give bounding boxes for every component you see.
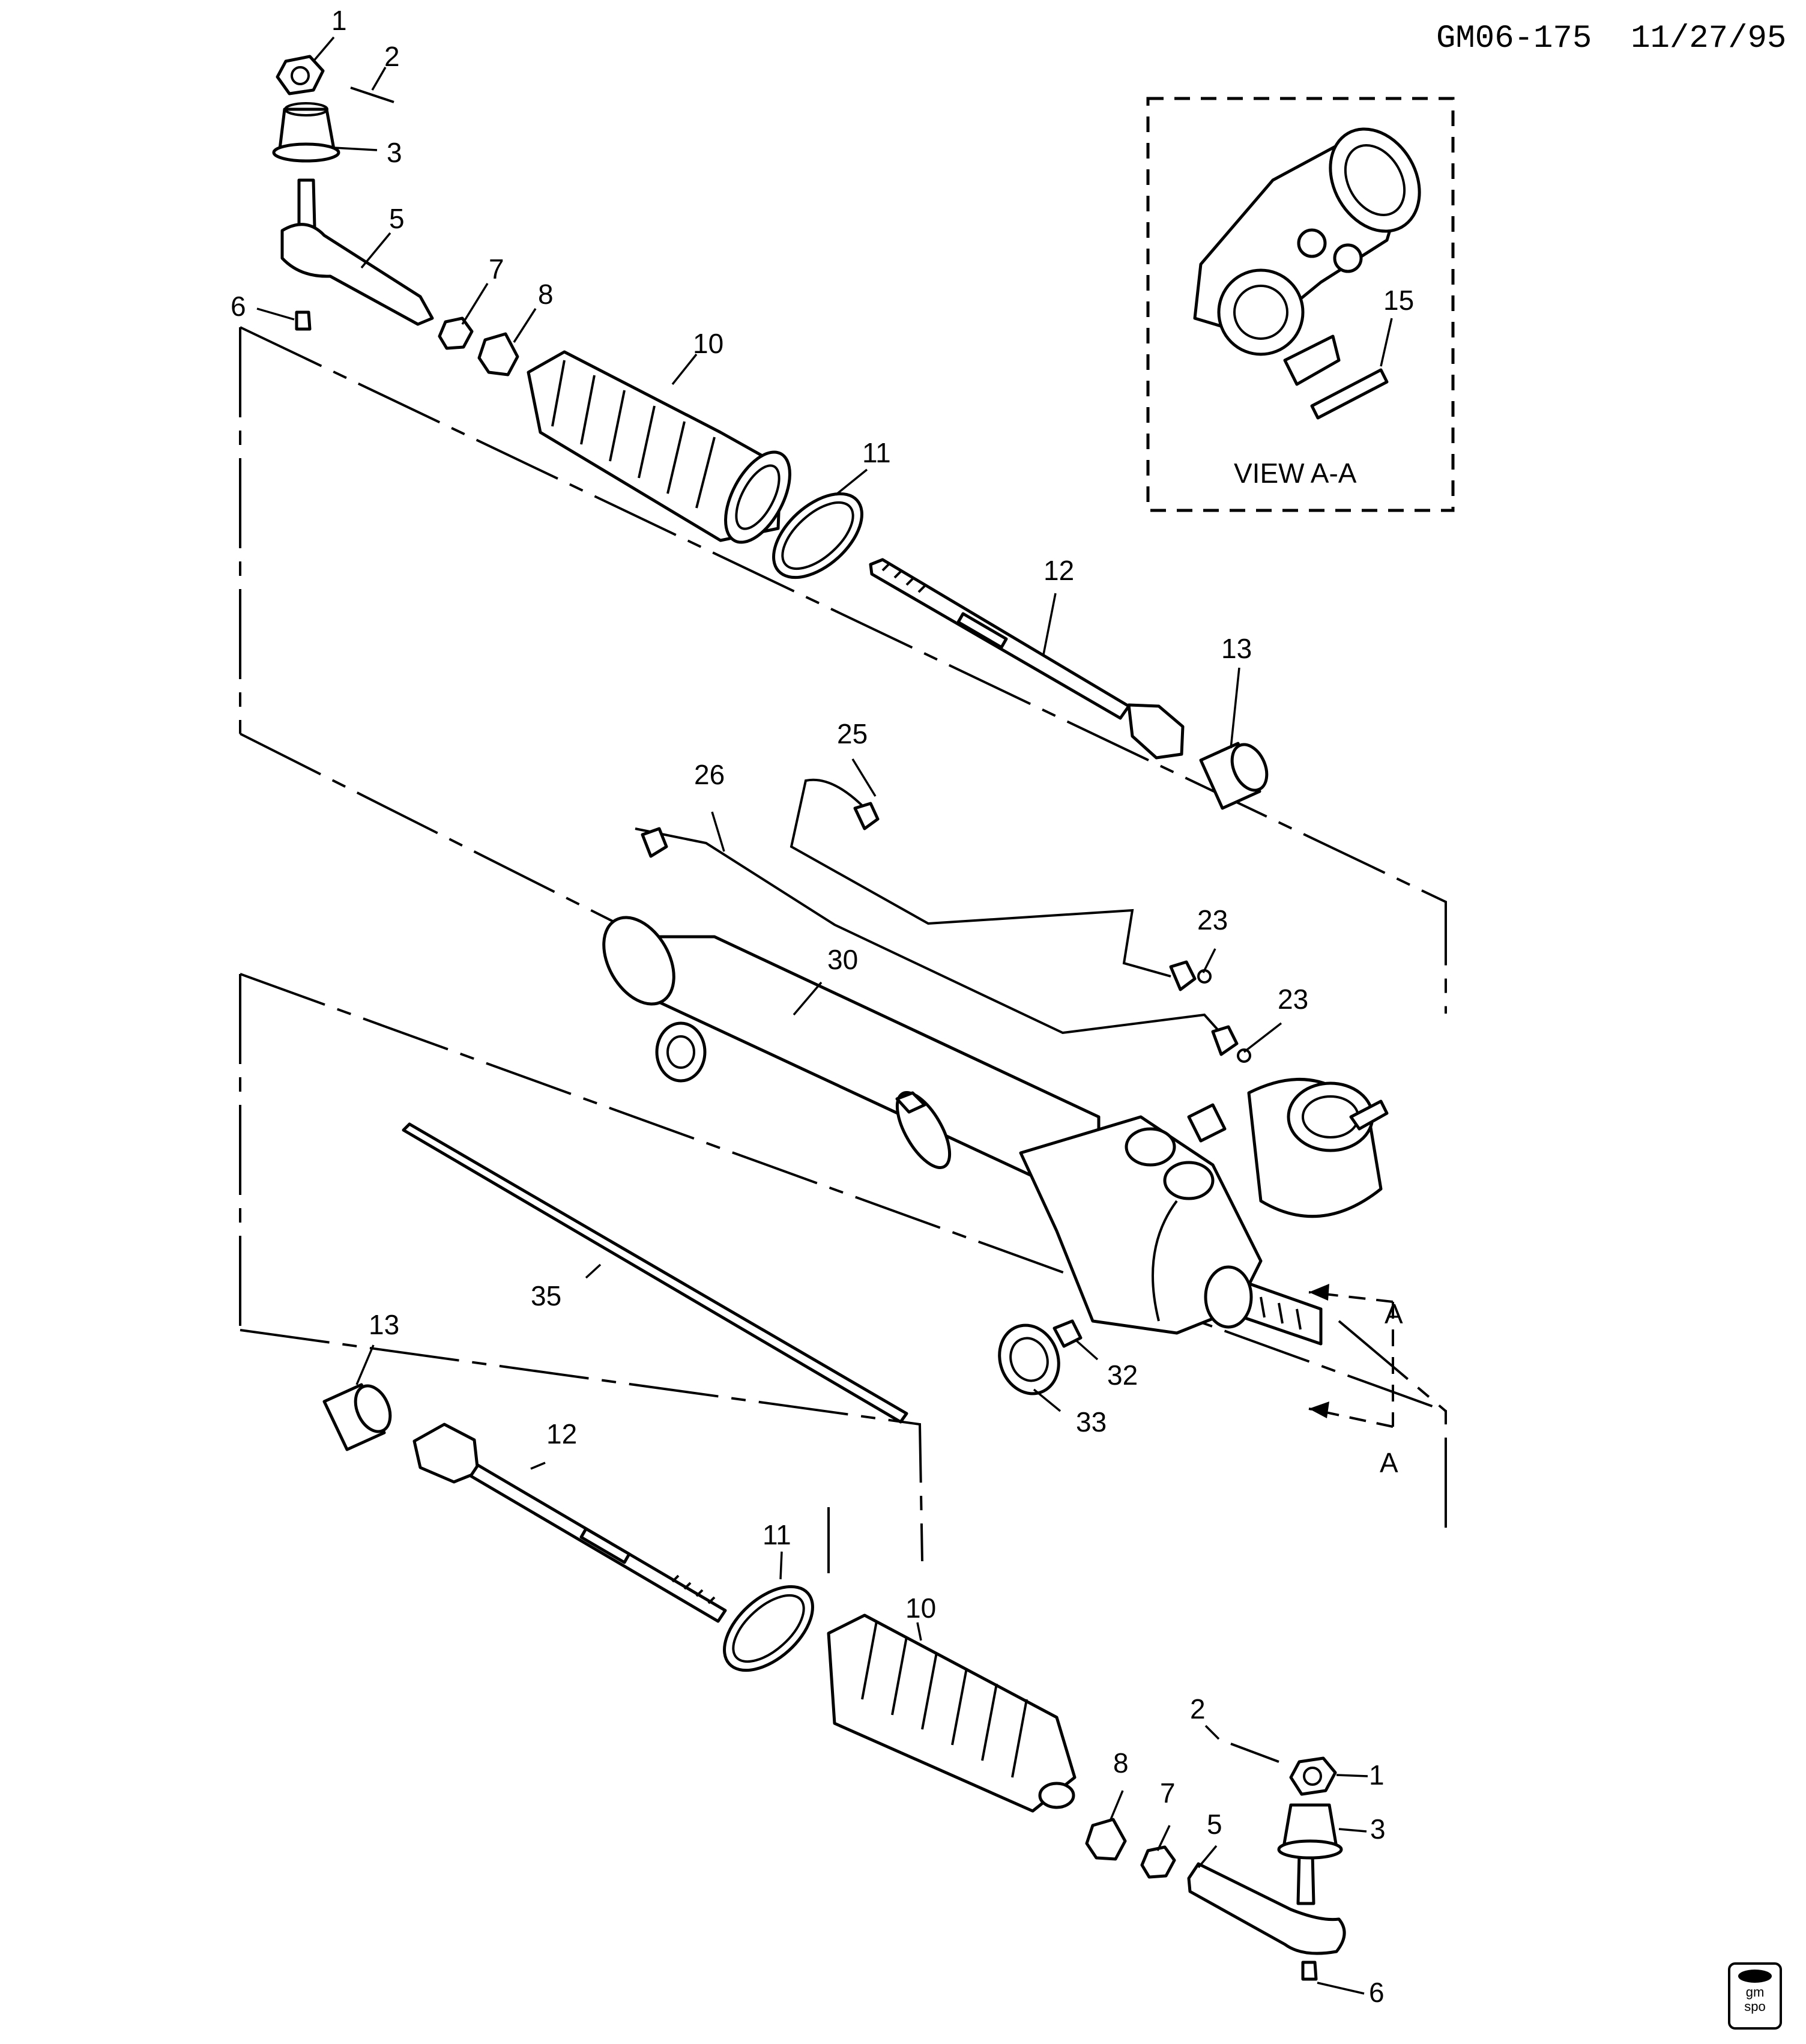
callout-13-bottom: 13 [369,1309,399,1340]
callout-30: 30 [827,944,858,975]
drawing-id: GM06-175 11/27/95 [1436,20,1786,57]
view-a-a-inset: 15 VIEW A-A [1146,97,1455,512]
part-7-jam-nut-bottom [1140,1845,1176,1879]
part-13-bushing-bottom [322,1383,392,1451]
part-13-bushing-top [1199,742,1269,810]
callout-5-bottom: 5 [1207,1809,1222,1840]
part-3-seal-bottom [1277,1803,1343,1860]
callout-7-bottom: 7 [1160,1777,1176,1809]
callout-23-b: 23 [1278,984,1308,1015]
part-15-clip [1310,368,1389,420]
part-6-fitting-top [295,310,312,331]
drawing-date: 11/27/95 [1631,20,1787,57]
callout-11-top: 11 [862,437,891,468]
pinion-shaft [1204,1265,1323,1346]
callout-32: 32 [1107,1359,1138,1391]
part-12-inner-tie-rod-top [869,558,1185,760]
part-10-boot-top [527,350,791,544]
callout-33: 33 [1076,1406,1107,1438]
leader-lines [256,36,1368,1995]
callout-15: 15 [1383,285,1414,316]
callout-5-top: 5 [389,203,405,234]
callout-labels: 1 2 3 5 6 7 8 10 11 12 13 25 26 23 23 30… [231,5,1386,2008]
section-mark-top: A [1385,1298,1403,1329]
callout-26: 26 [694,759,725,790]
callout-10-bottom: 10 [905,1592,936,1624]
valve-body [1187,1078,1389,1218]
callout-1-bottom: 1 [1369,1759,1385,1791]
gm-spo-logo-icon: gm spo [1728,1962,1782,2030]
callout-3-bottom: 3 [1370,1813,1386,1845]
callout-8-top: 8 [538,279,554,310]
callout-23-a: 23 [1197,904,1228,936]
callout-2-bottom: 2 [1190,1693,1206,1725]
view-a-a-label: VIEW A-A [1234,458,1357,489]
callout-6-top: 6 [231,291,246,322]
part-11-boot-clamp-bottom [723,1585,814,1672]
part-33-bushing [998,1323,1060,1395]
callout-8-bottom: 8 [1113,1747,1129,1779]
callout-2-top: 2 [384,41,400,72]
part-26-line [635,827,1226,1039]
logo-line-2: spo [1744,1999,1766,2014]
part-2-cotter-pin-top [350,86,394,103]
part-10-boot-bottom [827,1613,1077,1813]
callout-7-top: 7 [489,253,504,285]
part-6-fitting-bottom [1301,1961,1318,1981]
callout-13-top: 13 [1221,633,1252,664]
part-1-nut-top [276,55,325,95]
valve-housing-detail [1193,127,1421,386]
part-2-cotter-pin-bottom [1230,1743,1279,1763]
part-7-jam-nut-top [438,316,474,350]
drawing-number: GM06-175 [1436,20,1592,57]
callout-35: 35 [531,1280,561,1311]
part-11-boot-clamp-top [772,492,863,579]
callout-11-bottom: 11 [763,1519,791,1550]
callout-6-bottom: 6 [1369,1977,1385,2008]
callout-12-top: 12 [1043,555,1074,586]
part-8-clamp-top [477,332,519,376]
part-30-rack-housing [602,916,1263,1335]
callout-12-bottom: 12 [546,1418,577,1450]
callout-3-top: 3 [387,137,402,168]
part-8-clamp-bottom [1085,1818,1127,1861]
callout-10-top: 10 [693,328,723,359]
part-32-seal [1052,1319,1083,1348]
part-25-line [790,778,1171,978]
section-a-a-arrows: A A [1308,1284,1403,1478]
part-1-nut-bottom [1289,1756,1337,1796]
part-5-outer-tie-rod-bottom [1187,1852,1346,1955]
part-35-rod [402,1122,908,1424]
callout-1-top: 1 [331,5,347,36]
part-5-outer-tie-rod-top [280,178,434,326]
part-23-seals [1169,960,1251,1063]
part-12-inner-tie-rod-bottom [412,1423,727,1623]
logo-line-1: gm [1745,1985,1765,2000]
section-mark-bottom: A [1380,1447,1398,1478]
part-3-seal-top [272,102,340,163]
callout-25: 25 [837,718,868,749]
